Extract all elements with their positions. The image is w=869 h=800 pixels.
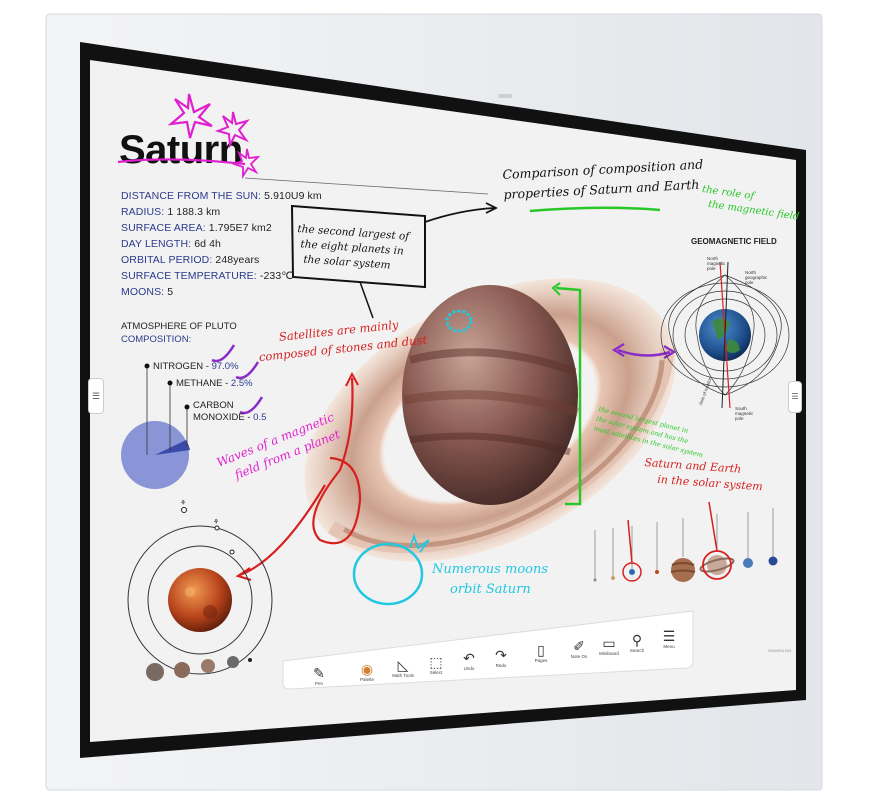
star-doodle bbox=[167, 93, 213, 139]
moons-note: Numerous moons orbit Saturn bbox=[432, 562, 549, 597]
atmosphere-heading: ATMOSPHERE OF PLUTO COMPOSITION: bbox=[121, 321, 237, 345]
palette-button[interactable]: ◉ Palette bbox=[347, 661, 387, 682]
page-title: Saturn bbox=[119, 128, 243, 172]
star-doodle bbox=[214, 111, 250, 149]
star-doodle bbox=[231, 148, 261, 180]
search-icon: ⚲ bbox=[631, 632, 643, 648]
geomagnetic-title: GEOMAGNETIC FIELD bbox=[691, 237, 777, 246]
fact-row: SURFACE TEMPERATURE: -233℃ bbox=[121, 270, 294, 282]
side-menu-handle-right[interactable]: ☰ bbox=[788, 381, 802, 413]
redo-button[interactable]: ↷ Redo bbox=[481, 647, 521, 668]
aurora-mark bbox=[445, 309, 473, 333]
menu-icon: ☰ bbox=[662, 628, 676, 644]
pages-button[interactable]: ▯ Pages bbox=[521, 642, 561, 663]
note-on-icon: ✐ bbox=[573, 638, 585, 654]
north-geographic-label: North geographic pole bbox=[745, 270, 768, 285]
math-tools-button[interactable]: ◺ Math Tools bbox=[383, 657, 423, 678]
search-button[interactable]: ⚲ Search bbox=[617, 632, 657, 653]
select-button[interactable]: ⬚ Select bbox=[416, 654, 456, 675]
fact-row: ORBITAL PERIOD: 248years bbox=[121, 254, 260, 266]
undo-icon: ↶ bbox=[463, 650, 475, 666]
fact-row: RADIUS: 1 188.3 km bbox=[121, 206, 221, 218]
north-magnetic-label: North magnetic pole bbox=[707, 256, 726, 271]
camera bbox=[498, 94, 512, 98]
methane-label: METHANE - 2.5% bbox=[176, 378, 253, 389]
note-on-button[interactable]: ✐ Note On bbox=[559, 638, 599, 659]
miniboard-icon: ▭ bbox=[602, 635, 616, 651]
side-menu-icon: ☰ bbox=[791, 392, 799, 401]
miniboard-button[interactable]: ▭ Miniboard bbox=[589, 635, 629, 656]
note-box bbox=[290, 204, 426, 289]
math-tools-icon: ◺ bbox=[397, 657, 409, 673]
svg-text:⚘: ⚘ bbox=[180, 499, 186, 507]
brand-logo: SAMSUNG bbox=[768, 648, 792, 653]
menu-button[interactable]: ☰ Menu bbox=[649, 628, 689, 649]
carbon-label: CARBON MONOXIDE - 0.5 bbox=[193, 400, 267, 423]
pen-icon: ✎ bbox=[313, 665, 325, 681]
side-menu-handle-left[interactable]: ☰ bbox=[88, 378, 104, 414]
fact-row: SURFACE AREA: 1.795E7 km2 bbox=[121, 222, 272, 234]
whiteboard-toolbar: ✎ Pen ◉ Palette ◺ Math Tools ⬚ Select ↶ … bbox=[282, 610, 694, 690]
fact-list: DISTANCE FROM THE SUN: 5.910U9 km RADIUS… bbox=[121, 188, 322, 300]
fact-row: DAY LENGTH: 6d 4h bbox=[121, 238, 221, 250]
palette-icon: ◉ bbox=[360, 661, 374, 677]
fact-row: DISTANCE FROM THE SUN: 5.910U9 km bbox=[121, 190, 322, 202]
pages-icon: ▯ bbox=[537, 642, 545, 658]
fact-row: MOONS: 5 bbox=[121, 286, 174, 298]
undo-button[interactable]: ↶ Undo bbox=[449, 650, 489, 671]
nitrogen-label: NITROGEN - 97.0% bbox=[153, 361, 239, 372]
south-magnetic-label: South magnetic pole bbox=[735, 406, 754, 421]
toolbar-background bbox=[282, 610, 694, 690]
side-menu-icon: ☰ bbox=[91, 391, 101, 401]
svg-text:⚘: ⚘ bbox=[213, 518, 219, 526]
select-icon: ⬚ bbox=[429, 654, 443, 670]
pen-button[interactable]: ✎ Pen bbox=[299, 665, 339, 686]
redo-icon: ↷ bbox=[495, 647, 507, 663]
